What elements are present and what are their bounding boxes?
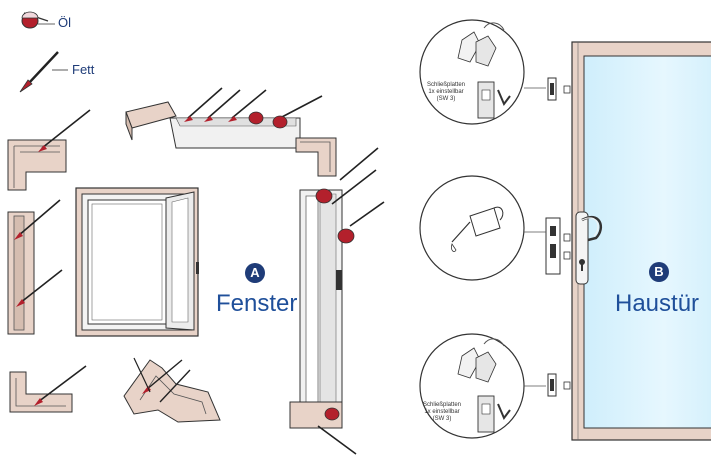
window-corner-top-right [295,137,337,177]
door-hinge-bottom [547,373,571,397]
strike-plate-note-top: Schließplatten 1x einstellbar (SW 3) [424,82,468,103]
detail-circle-strike-top [419,19,546,125]
oil-label: Öl [58,15,71,30]
window-corner-top-left [7,109,91,191]
door-badge: B [649,262,669,282]
window-badge: A [245,263,265,283]
window-top-rail [125,87,323,149]
strike-note-line1: Schließplatten [422,402,462,408]
strike-plate-note-bottom: Schließplatten 1x einstellbar (SW 3) [420,402,464,423]
window-corner-bottom-left [9,365,87,413]
strike-note-line1: Schließplatten [426,82,466,88]
door-label: Haustür [615,290,700,317]
window-label: Fenster [216,290,298,317]
grease-brush-icon [19,51,59,93]
legend [19,11,68,93]
window-right-sash [289,147,385,455]
window-corner-hinge-detail [123,357,221,423]
window-overview [75,187,199,337]
detail-circle-strike-bottom [419,333,546,439]
window-side-profile [7,199,63,335]
strike-note-line2: 1x einstellbar [424,409,460,415]
oil-can-icon [21,11,49,29]
strike-note-line2: 1x einstellbar [428,89,464,95]
door [571,41,711,441]
door-handle [575,211,602,285]
grease-label: Fett [72,62,95,77]
door-lock-strike [545,217,571,275]
strike-note-line3: (SW 3) [436,96,456,102]
strike-note-line3: (SW 3) [432,416,452,422]
detail-circle-oil-can [419,175,546,281]
door-hinge-top [547,77,571,101]
